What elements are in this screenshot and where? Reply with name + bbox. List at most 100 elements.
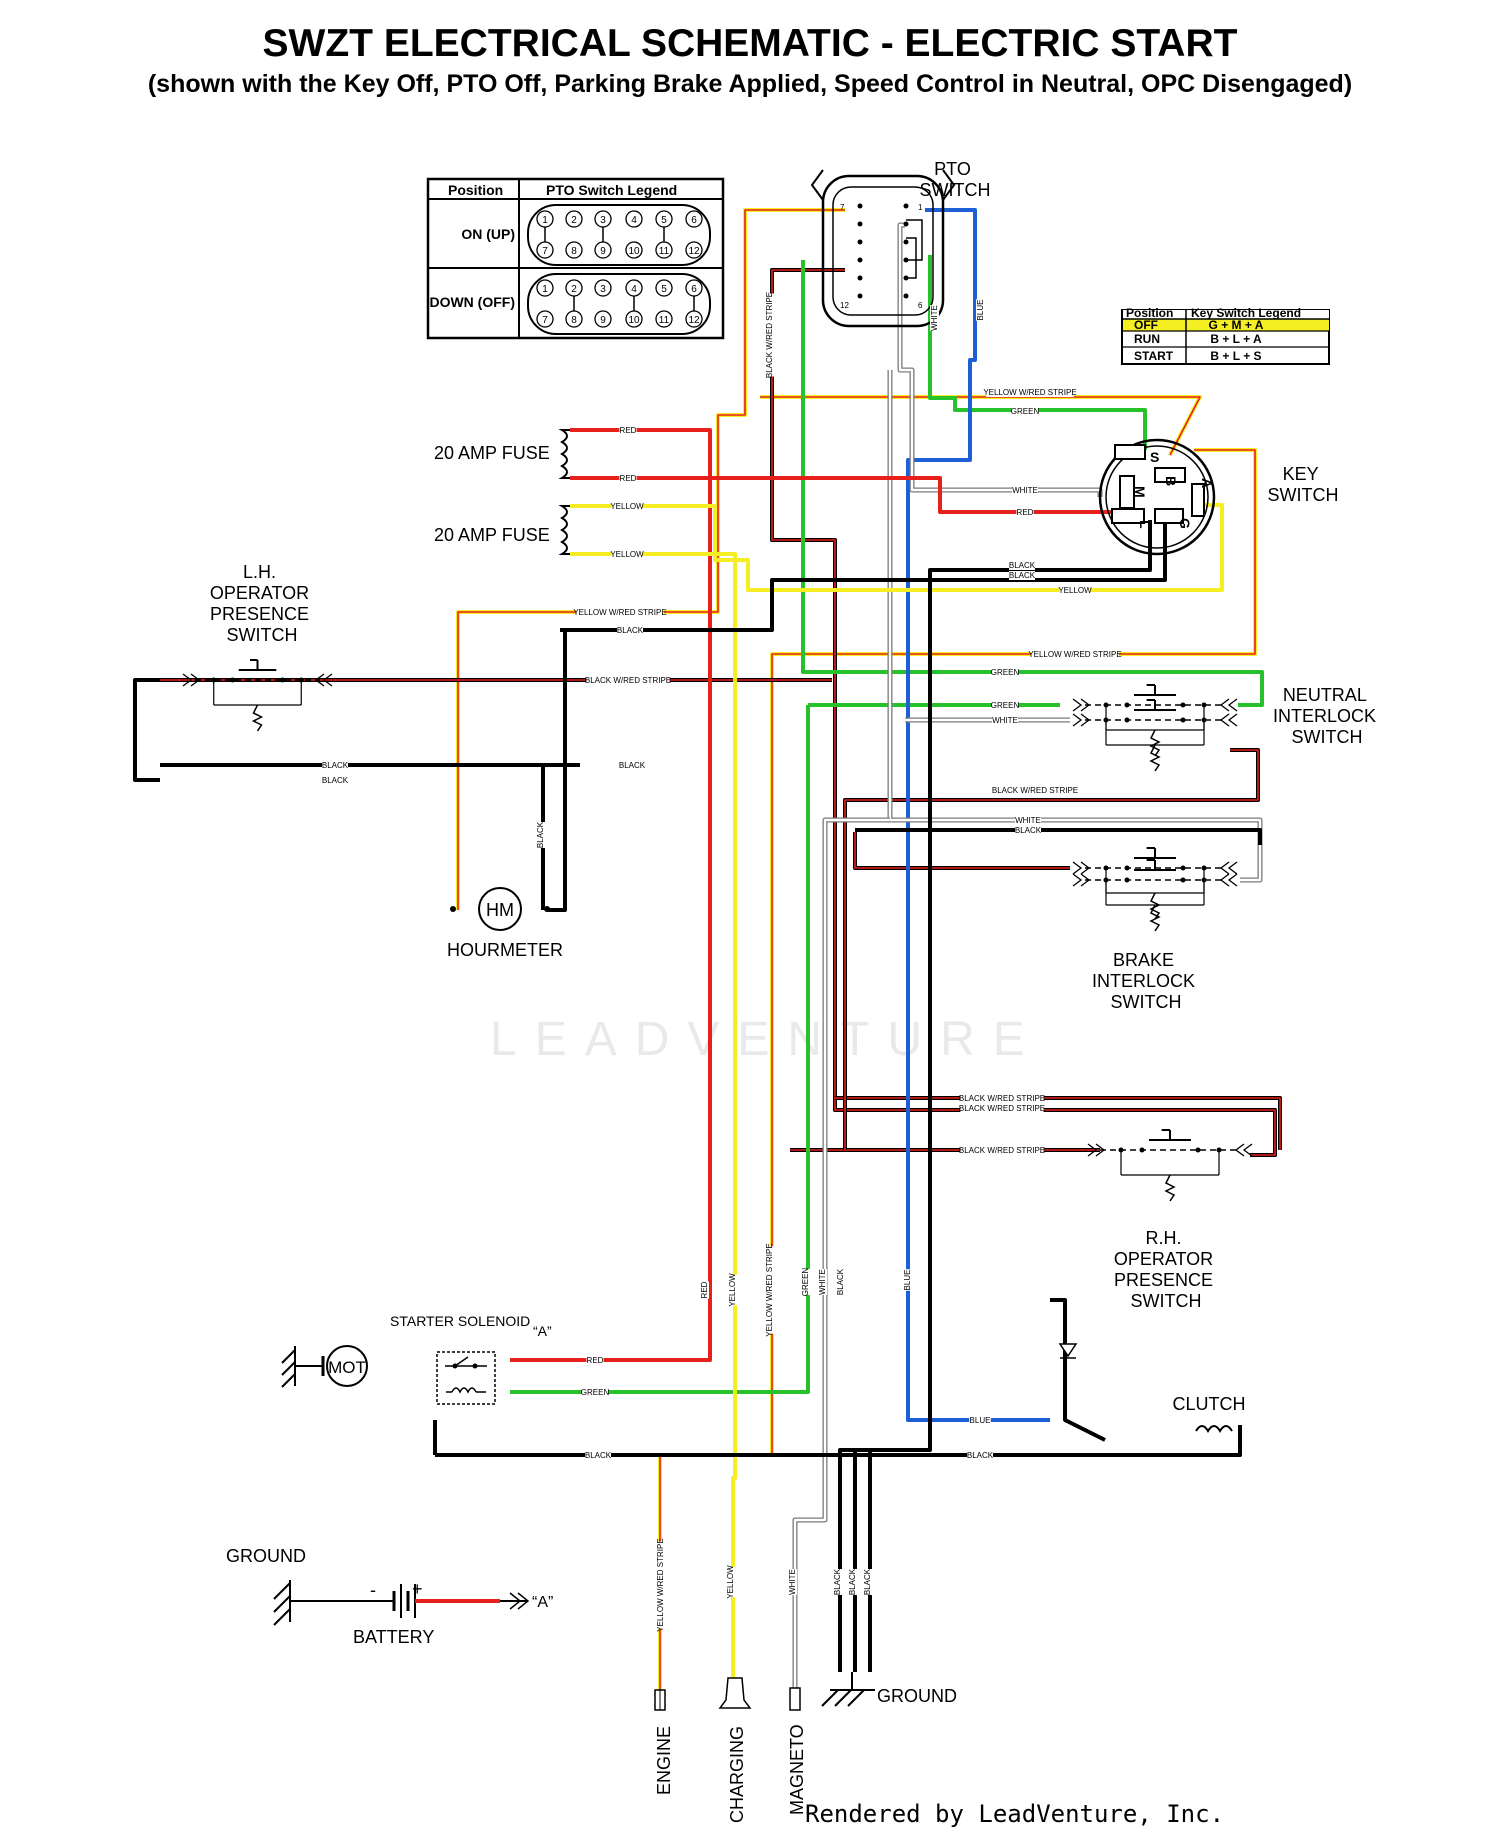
wire-label-black: BLACK — [322, 776, 349, 785]
rh-ops-label-line-3: PRESENCE — [1114, 1270, 1213, 1290]
wire-label-blue: BLUE — [976, 300, 985, 321]
clutch-label: CLUTCH — [1172, 1394, 1245, 1414]
starter-solenoid-icon — [436, 1351, 496, 1405]
wire-label-green: GREEN — [1011, 407, 1040, 416]
pto-legend-pin — [536, 279, 554, 297]
wire-label-yellow: YELLOW — [726, 1565, 735, 1599]
key-switch-label-line-1: KEY — [1283, 464, 1319, 484]
pto-legend-pin-number: 6 — [691, 284, 697, 295]
wire-label-yellow-red-stripe: YELLOW W/RED STRIPE — [1028, 650, 1121, 659]
pto-legend-pin-number: 8 — [571, 246, 577, 257]
fuse-1-icon — [558, 429, 570, 479]
starter-motor-icon: MOT — [281, 1345, 368, 1388]
rh-operator-presence-switch-icon — [1087, 1129, 1253, 1202]
lh-ops-label-line-1: L.H. — [243, 562, 276, 582]
rh-ops-label-line-2: OPERATOR — [1114, 1249, 1213, 1269]
pto-legend-pin-number: 12 — [688, 315, 700, 326]
key-terminal-b: B — [1163, 476, 1179, 486]
hourmeter-label: HOURMETER — [447, 940, 563, 960]
hourmeter-symbol: HM — [486, 900, 514, 920]
key-legend-off-highlight — [1123, 319, 1329, 331]
wire-label-black-red-stripe: BLACK W/RED STRIPE — [959, 1104, 1045, 1113]
pto-legend-pin-number: 10 — [628, 246, 640, 257]
wire-label-white: WHITE — [788, 1569, 797, 1595]
key-legend-run-circuit: B + L + A — [1210, 332, 1262, 346]
wire-label-yellow: YELLOW — [610, 502, 644, 511]
key-terminal-m: M — [1132, 486, 1148, 498]
ground-left-icon — [273, 1580, 380, 1626]
pto-legend-pin — [625, 210, 643, 228]
pto-legend-pin — [565, 241, 583, 259]
battery-label: BATTERY — [353, 1627, 434, 1647]
wire-label-black: BLACK — [617, 626, 644, 635]
lh-ops-label-line-3: PRESENCE — [210, 604, 309, 624]
lh-ops-label-line-2: OPERATOR — [210, 583, 309, 603]
pto-legend-pin-number: 5 — [661, 215, 667, 226]
wire-label-yellow-red-stripe: YELLOW W/RED STRIPE — [983, 388, 1076, 397]
watermark: LEADVENTURE — [490, 1013, 1043, 1066]
neutral-interlock-switch-icon — [1072, 684, 1238, 772]
wire-label-yellow-red-stripe: YELLOW W/RED STRIPE — [765, 1243, 774, 1336]
pto-legend-pin-number: 3 — [600, 284, 606, 295]
battery-negative-label: - — [370, 1580, 376, 1600]
pto-legend-pin — [625, 241, 643, 259]
pto-pin-12-label: 12 — [840, 301, 849, 310]
key-terminal-s: S — [1150, 449, 1159, 465]
charging-connector-icon — [718, 1677, 752, 1709]
neutral-interlock-label-line-3: SWITCH — [1292, 727, 1363, 747]
wire-label-white: WHITE — [818, 1269, 827, 1295]
pto-legend-table: Position PTO Switch Legend ON (UP) DOWN … — [426, 177, 725, 340]
engine-connector-icon — [654, 1689, 666, 1711]
brake-interlock-label-line-1: BRAKE — [1113, 950, 1174, 970]
pto-legend-pin-number: 11 — [659, 315, 670, 326]
wire-label-black: BLACK — [1015, 826, 1042, 835]
wire-label-black-red-stripe: BLACK W/RED STRIPE — [959, 1146, 1045, 1155]
battery-terminal-a-label: “A” — [532, 1594, 553, 1611]
key-terminal-g: G — [1177, 518, 1193, 529]
rh-ops-label-line-4: SWITCH — [1131, 1291, 1202, 1311]
pto-legend-pin-number: 9 — [600, 315, 606, 326]
pto-legend-pin — [685, 241, 703, 259]
neutral-interlock-label-line-1: NEUTRAL — [1283, 685, 1367, 705]
charging-label: CHARGING — [727, 1726, 747, 1823]
battery-icon — [380, 1584, 530, 1618]
wire-label-black: BLACK — [619, 761, 646, 770]
pto-legend-pin-number: 9 — [600, 246, 606, 257]
pto-legend-pin-number: 2 — [571, 215, 577, 226]
pto-legend-pin-number: 12 — [688, 246, 700, 257]
key-legend-table: Position Key Switch Legend OFF G + M + A… — [1121, 306, 1330, 365]
wire-label-white: WHITE — [930, 305, 939, 331]
pto-switch-label-line-2: SWITCH — [920, 180, 991, 200]
key-switch-icon: S B M A L G — [1098, 438, 1216, 556]
ground-bottom-icon — [821, 1672, 875, 1707]
wire-label-red: RED — [700, 1281, 709, 1298]
key-legend-off-circuit: G + M + A — [1209, 318, 1264, 332]
wire-label-black-red-stripe: BLACK W/RED STRIPE — [992, 786, 1078, 795]
pto-legend-pin-number: 3 — [600, 215, 606, 226]
lh-ops-label: L.H. OPERATOR PRESENCE SWITCH — [210, 562, 314, 645]
magneto-label: MAGNETO — [787, 1724, 807, 1815]
fuse-1-label: 20 AMP FUSE — [434, 443, 550, 463]
pto-legend-pin-number: 4 — [631, 284, 637, 295]
pto-legend-pin — [536, 310, 554, 328]
key-legend-header-position: Position — [1126, 306, 1173, 320]
diode-icon — [1058, 1343, 1078, 1359]
key-legend-header-title: Key Switch Legend — [1191, 306, 1301, 320]
wire-label-yellow: YELLOW — [1058, 586, 1092, 595]
fuse-2-label: 20 AMP FUSE — [434, 525, 550, 545]
wire-label-black: BLACK — [1009, 561, 1036, 570]
solenoid-terminal-a: “A” — [533, 1323, 552, 1339]
wire-label-red: RED — [587, 1356, 604, 1365]
pto-switch-label: PTO SWITCH — [920, 159, 991, 200]
pto-legend-pin — [655, 310, 673, 328]
wire-label-black-red-stripe: BLACK W/RED STRIPE — [585, 676, 671, 685]
rh-ops-label-line-1: R.H. — [1145, 1228, 1181, 1248]
hourmeter-icon: HM — [450, 887, 550, 931]
engine-label: ENGINE — [654, 1726, 674, 1795]
wire-label-black: BLACK — [833, 1568, 842, 1595]
key-switch-label-line-2: SWITCH — [1268, 485, 1339, 505]
neutral-interlock-label-line-2: INTERLOCK — [1273, 706, 1376, 726]
